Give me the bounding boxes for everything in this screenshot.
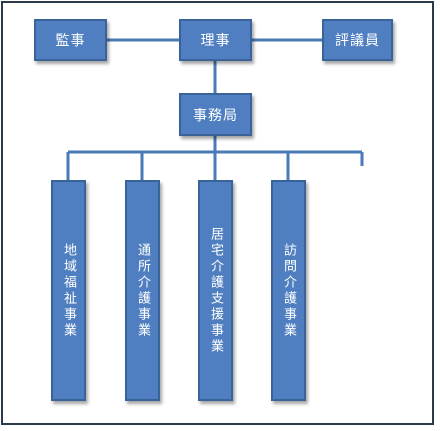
node-division-kyotaku-kaigo-shien: 居宅介護支援事業: [198, 180, 233, 401]
chart-frame: [1, 1, 434, 425]
node-riji: 理事: [179, 19, 252, 61]
node-kanji: 監事: [34, 19, 107, 61]
node-division-tsusho-kaigo: 通所介護事業: [125, 180, 160, 401]
node-hyogiin: 評議員: [322, 19, 393, 61]
node-jimukyoku: 事務局: [179, 93, 252, 136]
node-division-chiiki-fukushi: 地域福祉事業: [51, 180, 86, 401]
node-division-homon-kaigo: 訪問介護事業: [271, 180, 306, 401]
